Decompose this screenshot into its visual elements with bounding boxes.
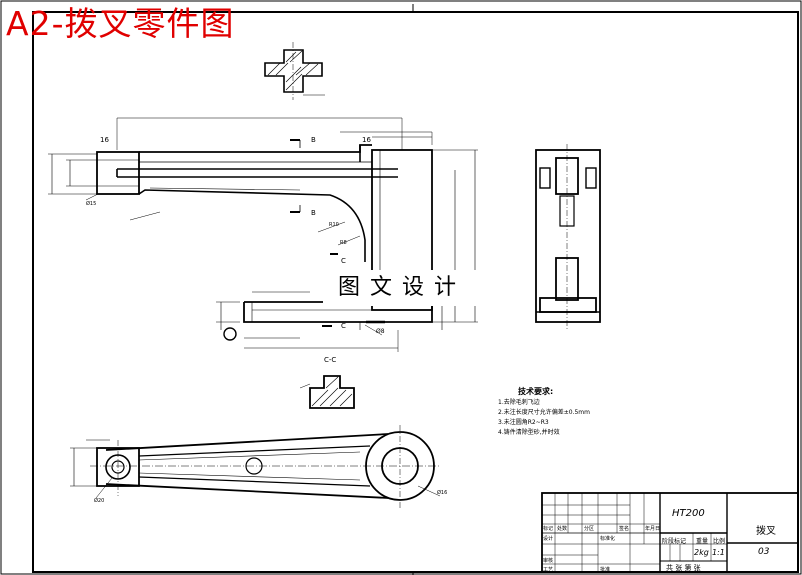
title-block-label-standardize: 标准化 [600,536,616,542]
page-title: A2-拨叉零件图 [6,4,235,43]
tech-requirement-item: 3.未注圆角R2~R3 [498,419,549,426]
title-block-label-stage: 阶段标记 [662,538,687,545]
tech-requirement-item: 2.未注长度尺寸允许偏差±0.5mm [498,409,590,416]
view-label-b-top: B [311,136,316,144]
dim-label-16-right: 16 [362,136,371,144]
title-block-label-review: 审核 [543,558,554,564]
title-block-label-weight: 重量 [696,538,709,545]
dim-label-r10: R10 [329,222,339,228]
title-block-label-date: 年月日 [645,526,661,532]
watermark-label: 图文设计 [323,270,481,306]
title-block-label-approve: 批准 [600,567,611,573]
tech-requirements: 技术要求: 1.去除毛刺飞边 2.未注长度尺寸允许偏差±0.5mm 3.未注圆角… [498,386,618,438]
tech-requirement-item: 4.铸件清除型砂,并时效 [498,429,560,436]
title-block-label-process: 工艺 [543,567,554,573]
dim-label-16-left: 16 [100,136,109,144]
dim-label-d15: Ø15 [86,201,97,207]
view-label-c-bottom: C [341,322,346,330]
title-block-label-count: 处数 [557,526,568,532]
title-block-label-signature: 签名 [619,526,630,532]
dim-label-d20: Ø20 [94,498,105,504]
view-label-b-bottom: B [311,209,316,217]
plan-view [70,425,441,508]
tech-requirement-item: 1.去除毛刺飞边 [498,399,540,406]
dim-label-d16: Ø16 [437,490,448,496]
title-block [541,492,799,573]
dim-label-r8: R8 [340,240,347,246]
side-view [535,144,601,330]
title-block-scale: 1:1 [712,548,725,557]
title-block-material: HT200 [672,508,705,519]
section-cc-label: C-C [324,356,337,364]
cross-section-top [264,42,325,100]
view-label-c-top: C [341,257,346,265]
dim-label-d8: Ø8 [376,328,385,335]
title-block-label-mark: 标记 [543,526,554,532]
title-block-label-design: 设计 [543,536,554,542]
tech-requirements-heading: 技术要求: [518,387,554,396]
title-block-label-zone: 分区 [584,526,595,532]
title-block-label-scale: 比例 [713,538,726,545]
title-block-weight: 2kg [694,548,709,557]
title-block-drawing-no: 03 [758,547,770,557]
section-c-c [299,375,355,409]
title-block-sheets: 共 张 第 张 [666,564,701,572]
title-block-part-name: 拨叉 [756,526,776,537]
sheet-frame [32,11,799,573]
front-view [48,117,478,352]
